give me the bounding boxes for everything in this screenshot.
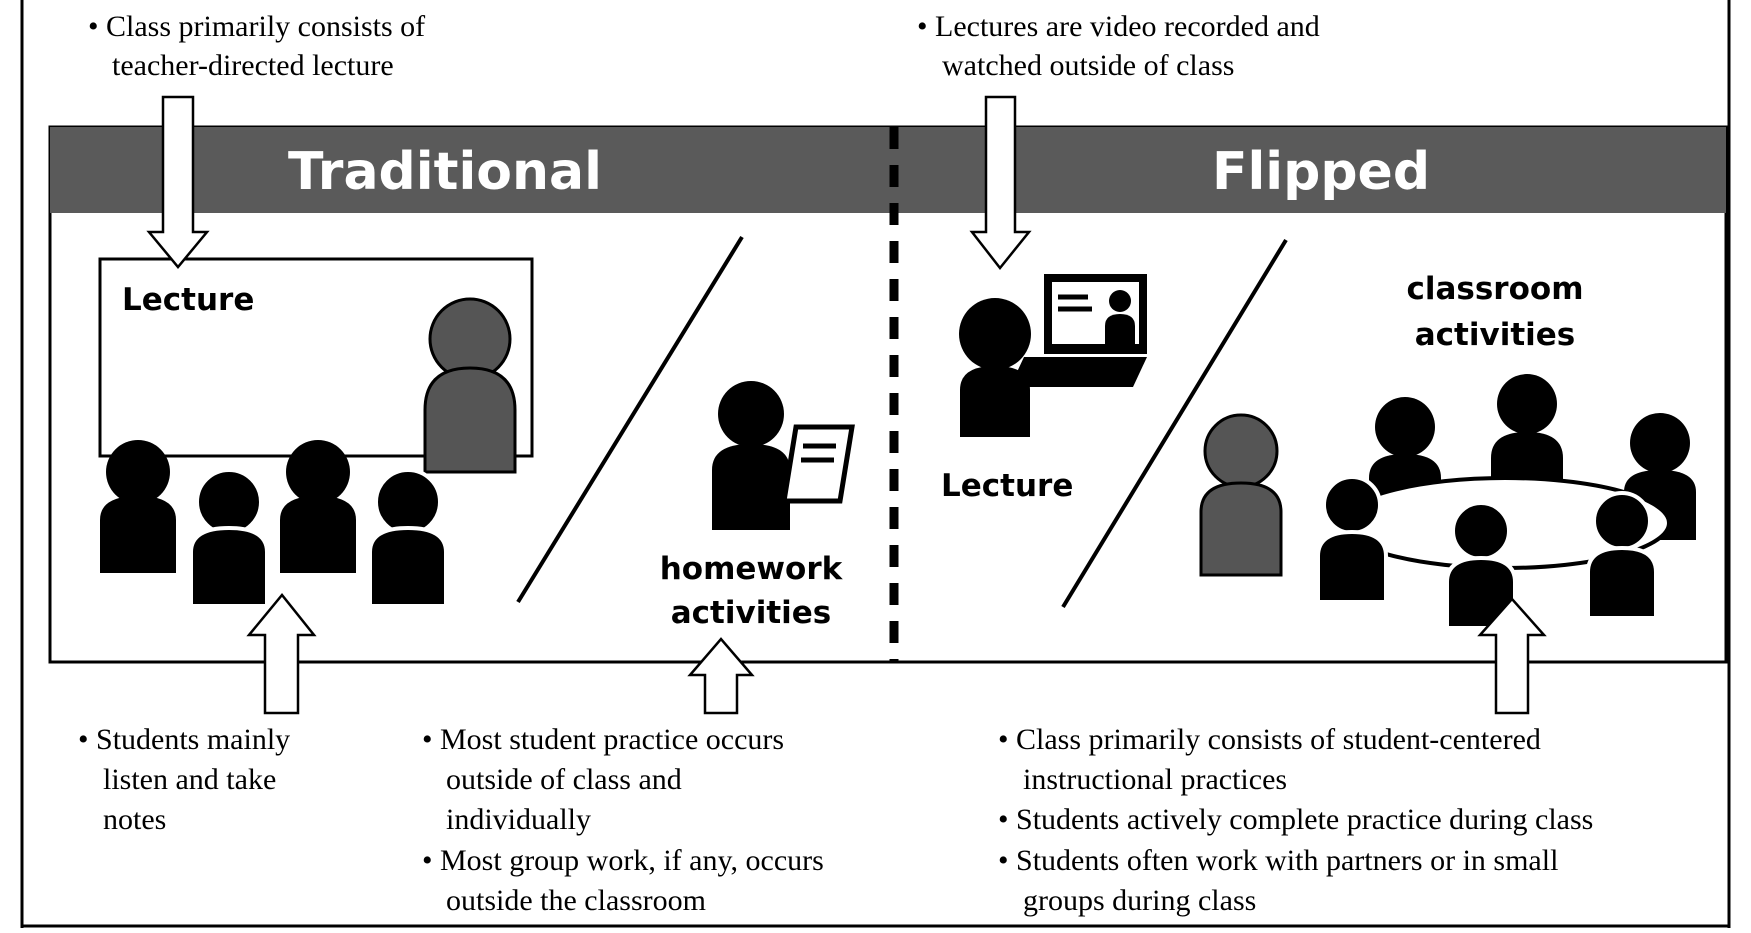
- split-slash: [516, 235, 744, 604]
- note-flipped-lecture: • Lectures are video recorded and watche…: [917, 10, 1320, 82]
- note-line: outside of class and: [446, 763, 682, 796]
- note-line: • Most group work, if any, occurs: [422, 844, 824, 877]
- homework-student-person-icon: [712, 381, 790, 530]
- homework-label: activities: [671, 595, 832, 631]
- note-line: • Class primarily consists of: [88, 10, 425, 43]
- homework-label: homework: [660, 551, 844, 587]
- note-line: watched outside of class: [942, 49, 1234, 82]
- classroom-label: activities: [1415, 317, 1576, 353]
- note-line: instructional practices: [1023, 763, 1287, 796]
- note-line: individually: [446, 803, 591, 836]
- note-line: outside the classroom: [446, 884, 706, 917]
- group-student-person-icon: [1445, 501, 1517, 630]
- note-line: teacher-directed lecture: [112, 49, 394, 82]
- down-arrow-icon: [146, 95, 210, 269]
- flipped-title: Flipped: [1212, 142, 1430, 202]
- student-person-icon: [280, 440, 356, 573]
- group-student-person-icon: [1316, 475, 1388, 604]
- note-group-work-outside: • Most group work, if any, occurs outsid…: [422, 844, 824, 917]
- note-line: listen and take: [103, 763, 276, 796]
- up-arrow-icon: [1477, 597, 1547, 715]
- traditional-title: Traditional: [288, 142, 602, 202]
- note-line: • Students often work with partners or i…: [998, 844, 1558, 877]
- note-traditional-lecture: • Class primarily consists of teacher-di…: [88, 10, 425, 82]
- note-line: • Students mainly: [78, 723, 290, 756]
- note-line: notes: [103, 803, 166, 836]
- paper-icon: [781, 424, 855, 504]
- student-person-icon: [368, 468, 448, 608]
- student-person-icon: [189, 468, 269, 608]
- note-line: • Most student practice occurs: [422, 723, 784, 756]
- up-arrow-icon: [687, 637, 755, 715]
- note-practice-outside: • Most student practice occurs outside o…: [422, 723, 784, 836]
- up-arrow-icon: [246, 593, 317, 715]
- whiteboard-label: Lecture: [122, 282, 254, 318]
- facilitator-person-icon: [1199, 413, 1283, 577]
- note-line: • Class primarily consists of student-ce…: [998, 723, 1541, 756]
- note-students-listen: • Students mainly listen and take notes: [78, 723, 290, 836]
- title-banner: [50, 127, 1726, 213]
- note-line: • Lectures are video recorded and: [917, 10, 1320, 43]
- student-person-icon: [100, 440, 176, 573]
- group-student-person-icon: [1586, 491, 1658, 620]
- flipped-lecture-label: Lecture: [941, 468, 1073, 504]
- teacher-person-icon: [423, 297, 517, 474]
- classroom-label: classroom: [1406, 271, 1583, 307]
- split-slash: [1061, 238, 1288, 609]
- note-line: groups during class: [1023, 884, 1256, 917]
- note-flipped-practices: • Class primarily consists of student-ce…: [998, 723, 1593, 917]
- laptop-icon: [1010, 274, 1147, 387]
- note-line: • Students actively complete practice du…: [998, 803, 1593, 836]
- down-arrow-icon: [969, 95, 1032, 271]
